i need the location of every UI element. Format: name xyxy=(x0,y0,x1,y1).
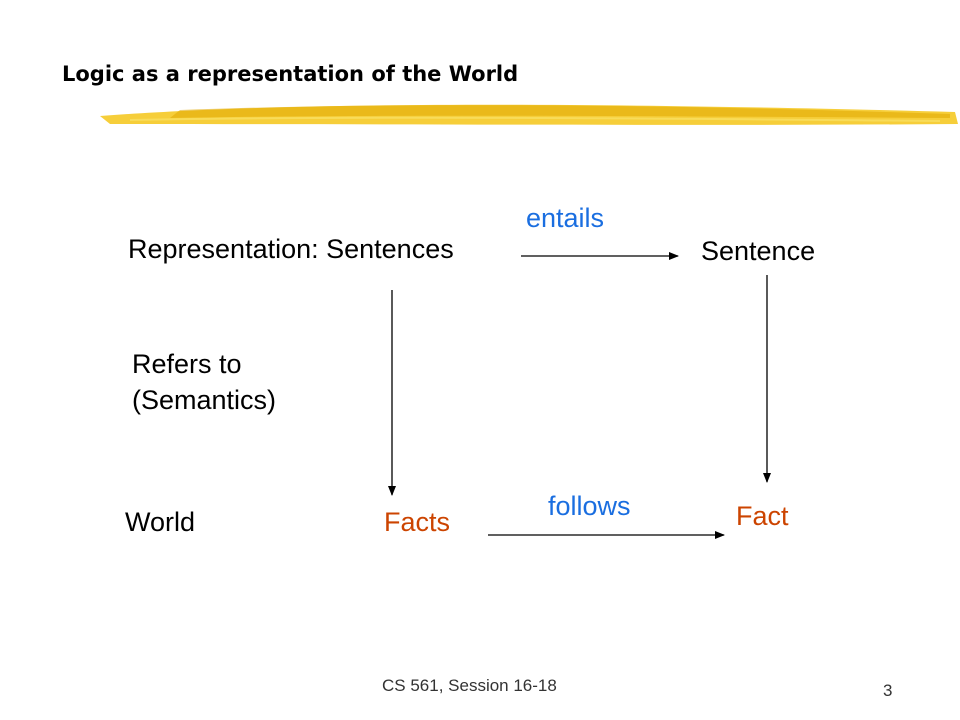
entails-label: entails xyxy=(526,203,605,233)
slide-title: Logic as a representation of the World xyxy=(62,62,519,86)
follows-label: follows xyxy=(548,491,631,521)
page-number: 3 xyxy=(883,681,893,700)
footer-course: CS 561, Session 16-18 xyxy=(382,676,557,695)
representation-label: Representation: Sentences xyxy=(128,234,454,264)
facts-label: Facts xyxy=(384,507,451,537)
yellow-brush-stroke xyxy=(100,104,958,125)
semantics-label: (Semantics) xyxy=(132,385,277,415)
fact-label: Fact xyxy=(736,501,789,531)
sentence-label: Sentence xyxy=(701,236,816,266)
refers-to-label: Refers to xyxy=(132,349,242,379)
world-label: World xyxy=(125,507,196,537)
